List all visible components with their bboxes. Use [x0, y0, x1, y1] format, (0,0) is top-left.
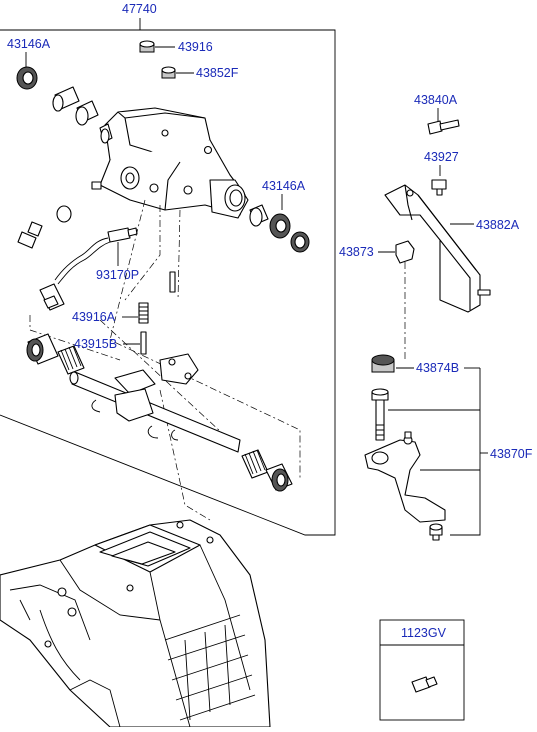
plug-small — [91, 181, 102, 190]
label-43916: 43916 — [178, 40, 213, 54]
label-43915b: 43915B — [74, 337, 117, 351]
pin-43915b — [140, 331, 147, 355]
bolt-43927 — [431, 179, 447, 196]
centerlines-2 — [29, 315, 236, 521]
label-47740: 47740 — [122, 2, 157, 16]
bushing-43873 — [395, 240, 415, 264]
bushing-pair-top — [52, 86, 99, 126]
shift-housing — [99, 107, 249, 219]
sensor-93170p — [39, 227, 138, 311]
shift-shaft-assembly — [26, 333, 293, 492]
lever-bolt — [429, 523, 443, 541]
label-43874b: 43874B — [416, 361, 459, 375]
cap-43916 — [139, 40, 155, 53]
seal-ring-right — [249, 204, 310, 253]
cap-43874b — [371, 354, 395, 373]
label-43927: 43927 — [424, 150, 459, 164]
bracket-43882a — [384, 184, 491, 313]
spring-43916a — [138, 302, 149, 324]
bolt-43840a — [427, 119, 460, 135]
label-43840a: 43840A — [414, 93, 458, 107]
o-ring — [56, 205, 72, 223]
screw-1123gv-box: 1123GV — [379, 619, 465, 721]
label-93170p: 93170P — [96, 268, 139, 282]
label-43916a: 43916A — [72, 310, 116, 324]
label-1123gv: 1123GV — [401, 626, 447, 640]
shift-lever — [364, 431, 446, 523]
centerlines — [109, 199, 301, 480]
assembly-frame — [0, 29, 336, 536]
label-43873: 43873 — [339, 245, 374, 259]
label-43852f: 43852F — [196, 66, 239, 80]
pivot-pin — [371, 388, 389, 441]
pin-small — [169, 271, 176, 293]
cap-43852f — [161, 66, 176, 79]
seal-ring-top — [16, 66, 38, 90]
plug-bolt-left — [17, 221, 43, 249]
label-43146a-top: 43146A — [7, 37, 51, 51]
transmission-case — [0, 519, 271, 728]
label-43146a-right: 43146A — [262, 179, 306, 193]
label-43882a: 43882A — [476, 218, 520, 232]
group-bracket-43870f — [450, 368, 481, 536]
label-43870f: 43870F — [490, 447, 533, 461]
